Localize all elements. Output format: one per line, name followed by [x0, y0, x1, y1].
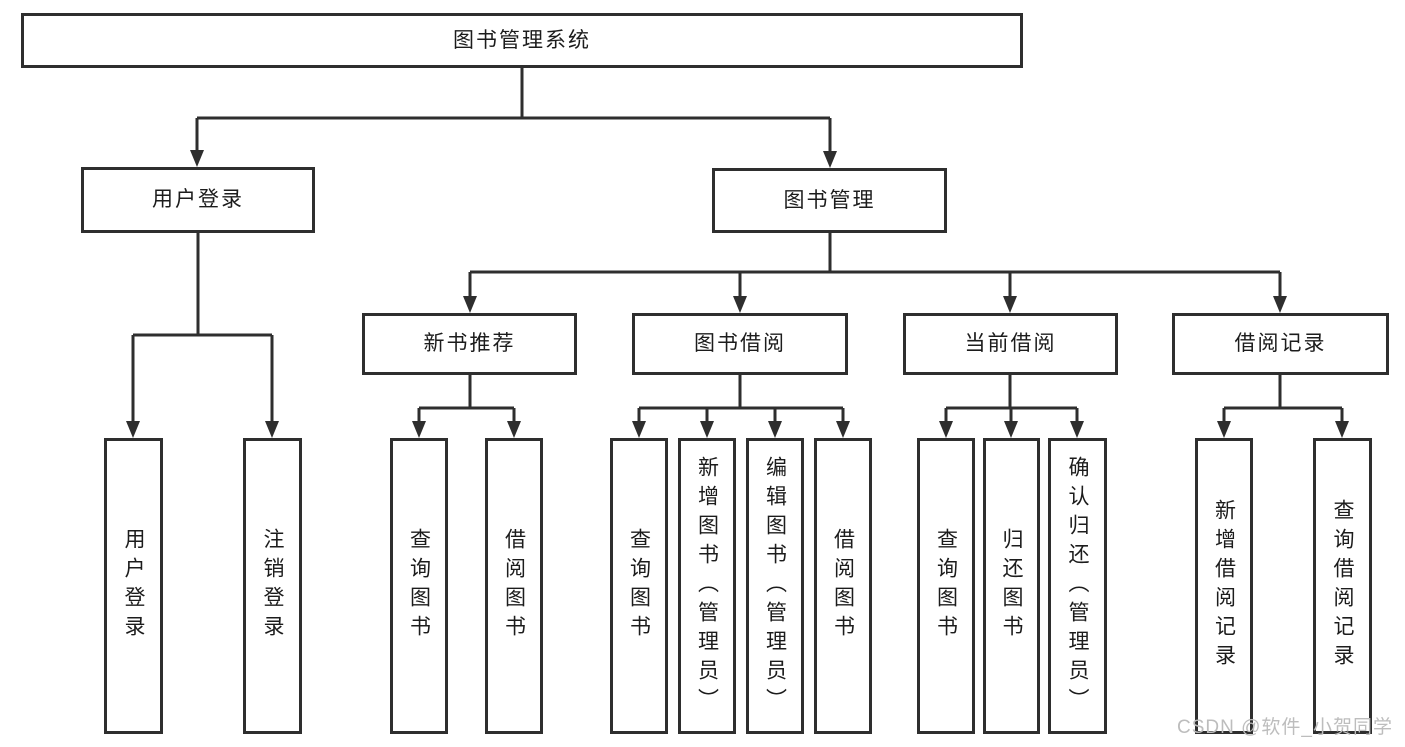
- arrowhead-icon: [1335, 421, 1349, 438]
- leaf-bw-query-books: 查询图书: [610, 438, 668, 734]
- leaf-cur-return-books: 归还图书: [983, 438, 1040, 734]
- leaf-cur-confirm-return-admin-label: 确认归还（管理员）: [1066, 455, 1089, 717]
- connector-newbooks-to-leaves: [417, 375, 516, 424]
- leaf-bw-borrow-books: 借阅图书: [814, 438, 872, 734]
- arrowhead-icon: [823, 151, 837, 168]
- connector-userlogin-to-leaves: [131, 233, 274, 424]
- arrowhead-icon: [939, 421, 953, 438]
- arrowhead-icon: [632, 421, 646, 438]
- node-user-login: 用户登录: [81, 167, 315, 233]
- arrowhead-icon: [700, 421, 714, 438]
- leaf-cur-query-books-label: 查询图书: [934, 528, 958, 644]
- arrowhead-icon: [1004, 421, 1018, 438]
- node-current-borrow: 当前借阅: [903, 313, 1118, 375]
- leaf-rec-query-record: 查询借阅记录: [1313, 438, 1372, 734]
- leaf-bw-borrow-books-label: 借阅图书: [831, 528, 855, 644]
- node-library-system: 图书管理系统: [21, 13, 1023, 68]
- node-book-management-label: 图书管理: [783, 188, 876, 212]
- connector-borrowrecords-to-leaves: [1222, 375, 1344, 424]
- leaf-user-login-label: 用户登录: [122, 528, 145, 644]
- node-book-borrow-label: 图书借阅: [694, 332, 786, 356]
- arrowhead-icon: [1217, 421, 1231, 438]
- leaf-bw-add-books-admin-label: 新增图书（管理员）: [695, 455, 719, 717]
- leaf-bw-edit-books-admin-label: 编辑图书（管理员）: [763, 455, 787, 717]
- connector-currentborrow-to-leaves: [944, 375, 1079, 424]
- connector-bookmgmt-to-level3: [468, 233, 1282, 299]
- arrowhead-icon: [1003, 296, 1017, 313]
- arrowhead-icon: [126, 421, 140, 438]
- leaf-bw-query-books-label: 查询图书: [627, 528, 651, 644]
- leaf-bw-edit-books-admin: 编辑图书（管理员）: [746, 438, 804, 734]
- connector-bookborrow-to-leaves: [637, 375, 845, 424]
- node-book-borrow: 图书借阅: [632, 313, 848, 375]
- leaf-cur-query-books: 查询图书: [917, 438, 975, 734]
- node-user-login-label: 用户登录: [152, 188, 244, 212]
- node-book-management: 图书管理: [712, 168, 947, 233]
- leaf-nb-borrow-books: 借阅图书: [485, 438, 543, 734]
- arrowhead-icon: [733, 296, 747, 313]
- node-new-book-recommend-label: 新书推荐: [423, 332, 516, 356]
- arrowhead-icon: [768, 421, 782, 438]
- leaf-logout-label: 注销登录: [261, 528, 284, 644]
- arrowhead-icon: [1070, 421, 1084, 438]
- leaf-cur-confirm-return-admin: 确认归还（管理员）: [1048, 438, 1107, 734]
- node-borrow-records-label: 借阅记录: [1234, 332, 1327, 356]
- node-borrow-records: 借阅记录: [1172, 313, 1389, 375]
- leaf-cur-return-books-label: 归还图书: [1000, 528, 1023, 644]
- arrowhead-icon: [836, 421, 850, 438]
- csdn-watermark: CSDN @软件_小贺同学: [1177, 717, 1393, 738]
- leaf-nb-query-books: 查询图书: [390, 438, 448, 734]
- node-current-borrow-label: 当前借阅: [964, 332, 1057, 356]
- leaf-nb-borrow-books-label: 借阅图书: [502, 528, 526, 644]
- leaf-rec-add-record: 新增借阅记录: [1195, 438, 1253, 734]
- arrowhead-icon: [190, 150, 204, 167]
- arrowhead-icon: [463, 296, 477, 313]
- arrowhead-icon: [507, 421, 521, 438]
- leaf-logout: 注销登录: [243, 438, 302, 734]
- leaf-rec-add-record-label: 新增借阅记录: [1212, 499, 1236, 673]
- leaf-user-login: 用户登录: [104, 438, 163, 734]
- leaf-bw-add-books-admin: 新增图书（管理员）: [678, 438, 736, 734]
- leaf-rec-query-record-label: 查询借阅记录: [1331, 499, 1354, 673]
- arrowhead-icon: [412, 421, 426, 438]
- arrowhead-icon: [265, 421, 279, 438]
- connector-root-to-level2: [195, 68, 832, 154]
- leaf-nb-query-books-label: 查询图书: [407, 528, 431, 644]
- node-library-system-label: 图书管理系统: [453, 28, 591, 52]
- node-new-book-recommend: 新书推荐: [362, 313, 577, 375]
- arrowhead-icon: [1273, 296, 1287, 313]
